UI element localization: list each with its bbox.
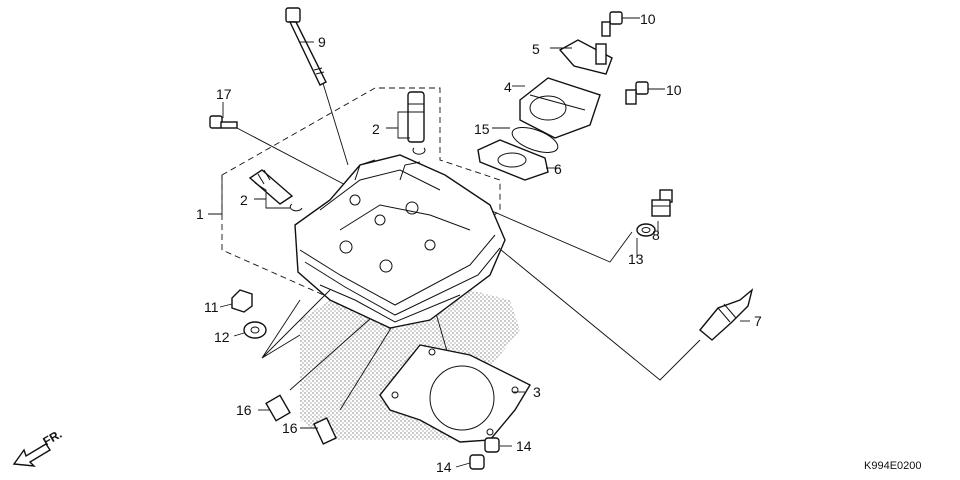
callout-10-upper: 10 [640,11,656,27]
flange-bolt-upper [601,11,623,37]
callout-2-rear: 2 [372,121,380,137]
hose-clamp [558,39,613,75]
callout-3: 3 [533,384,541,400]
head-gasket [379,344,531,443]
front-arrow-icon [12,443,51,467]
stud-bolt-upper [265,394,291,422]
dowel-pin-bottom [469,454,485,470]
plain-washer-12 [243,321,267,339]
callout-1: 1 [196,206,204,222]
callout-2-front: 2 [240,192,248,208]
callout-12: 12 [214,329,230,345]
callout-14-bottom: 14 [436,459,452,475]
callout-7: 7 [754,313,762,329]
cylinder-head [294,154,506,329]
spark-plug [699,288,754,341]
callout-9: 9 [318,34,326,50]
front-direction-indicator: FR. [12,427,64,467]
temperature-sensor [651,189,673,217]
intake-gasket [477,139,549,181]
valve-guide-rear [407,91,426,155]
stud-bolt-lower [313,417,337,445]
long-bolt [285,7,327,86]
callout-17: 17 [216,86,232,102]
callout-10-lower: 10 [666,82,682,98]
sealing-washer-13 [636,223,656,237]
callout-5: 5 [532,41,540,57]
cap-nut [231,289,253,313]
callout-6: 6 [554,161,562,177]
flange-bolt-lower [625,81,649,105]
callout-11: 11 [204,299,219,315]
callout-15: 15 [474,121,490,137]
o-ring [511,127,559,153]
valve-guide-front [248,169,303,212]
callout-16-upper: 16 [236,402,252,418]
callout-4: 4 [504,79,512,95]
callout-13: 13 [628,251,644,267]
callout-14-right: 14 [516,438,532,454]
diagram-code: K994E0200 [864,460,922,472]
intake-insulator [519,77,601,139]
callout-16-lower: 16 [282,420,298,436]
callout-leaders [208,17,750,468]
dowel-pin-right [484,437,500,453]
head-bolt-17 [209,115,238,129]
callout-8: 8 [652,227,660,243]
